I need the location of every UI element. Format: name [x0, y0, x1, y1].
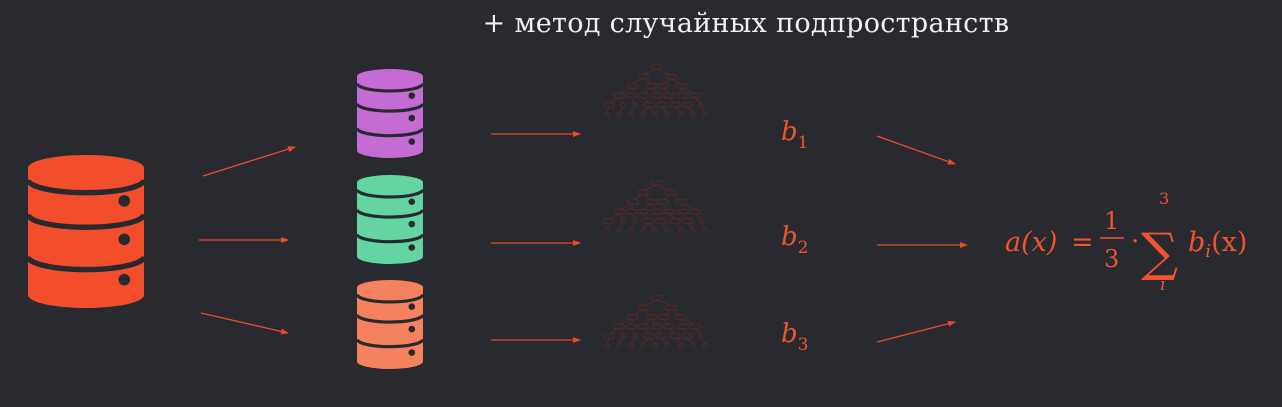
formula-frac-num: 1: [1104, 207, 1119, 235]
formula-sum-lower: i: [1160, 274, 1166, 295]
subset-database-3-icon: [355, 280, 425, 369]
aggregation-formula: a(x) = 1 3 · 3 ∑ i bi(x): [1005, 189, 1247, 295]
arrow-to-subset-3: [200, 312, 289, 335]
title-container: + метод случайных подпространств: [0, 0, 1282, 50]
formula-frac-den: 3: [1104, 245, 1119, 273]
formula-lhs: a(x): [1005, 227, 1057, 258]
diagram-title: + метод случайных подпространств: [482, 8, 1010, 39]
formula-dot: ·: [1131, 227, 1139, 257]
subset-database-1-icon: [355, 69, 425, 158]
formula-term: bi(x): [1188, 227, 1247, 262]
subset-database-2-icon: [355, 175, 425, 265]
arrow-to-subset-1: [202, 146, 296, 177]
formula-equals: =: [1071, 227, 1094, 258]
decision-tree-1-icon: [603, 64, 708, 117]
formula-sum-upper: 3: [1159, 189, 1169, 208]
decision-tree-2-icon: [603, 180, 708, 233]
main-database-icon: [25, 155, 147, 308]
decision-tree-3-icon: [603, 295, 708, 348]
model-label-2: b2: [781, 222, 808, 258]
formula-sum-symbol: ∑: [1141, 223, 1178, 283]
model-label-1: b1: [781, 117, 808, 153]
arrow-to-formula-1: [876, 135, 956, 165]
model-label-3: b3: [781, 319, 808, 355]
arrow-to-formula-3: [876, 320, 956, 343]
